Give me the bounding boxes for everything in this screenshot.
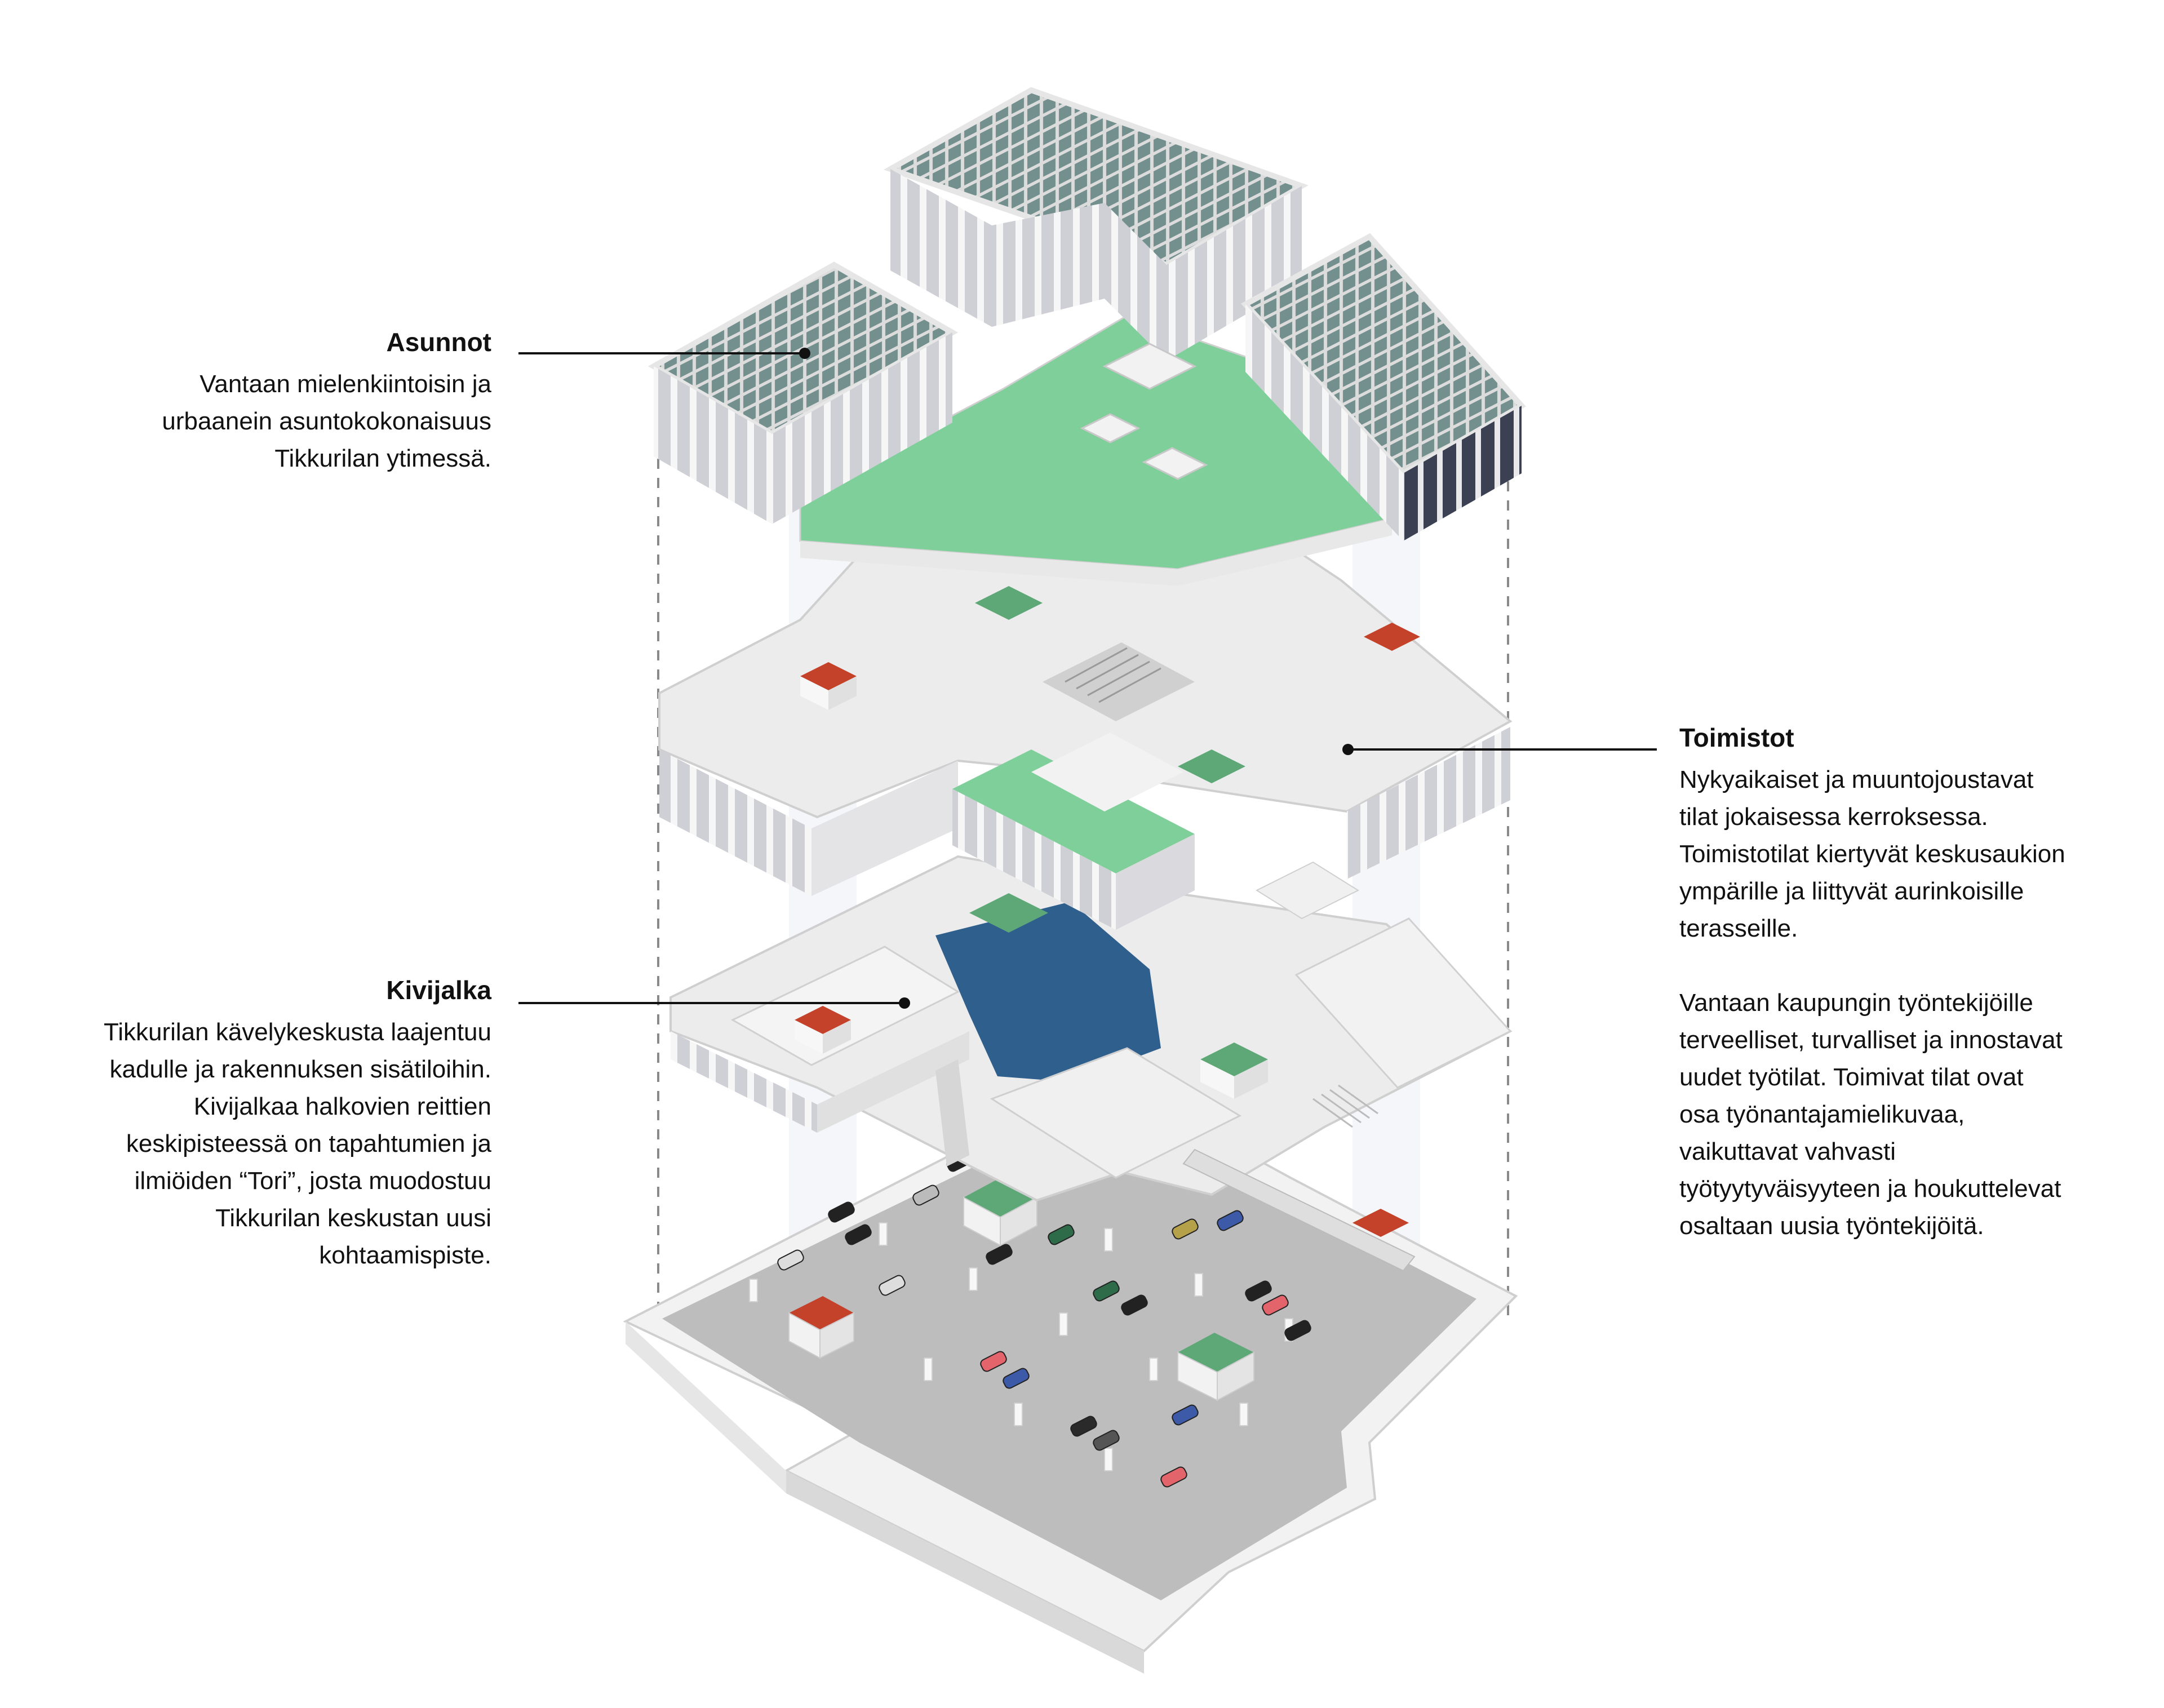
kivijalka-annotation: Kivijalka Tikkurilan kävelykeskusta laaj…	[29, 975, 491, 1274]
toimistot-pointer-dot	[1342, 744, 1354, 755]
kivijalka-description: Tikkurilan kävelykeskusta laajentuu kadu…	[29, 1014, 491, 1274]
parking-level	[623, 1075, 1518, 1674]
toimistot-line: osa työnantajamielikuvaa,	[1679, 1101, 1965, 1129]
toimistot-line: Toimistotilat kiertyvät keskusaukion	[1679, 840, 2065, 868]
leader-lines	[518, 352, 1657, 1004]
kivijalka-line: ilmiöiden “Tori”, josta muodostuu	[134, 1167, 491, 1195]
kivijalka-line: Kivijalkaa halkovien reittien	[193, 1093, 491, 1121]
kivijalka-line: keskipisteessä on tapahtumien ja	[126, 1130, 491, 1158]
toimistot-line: Vantaan kaupungin työntekijöille	[1679, 989, 2033, 1017]
asunnot-line: urbaanein asuntokokonaisuus	[162, 407, 491, 436]
street-level	[669, 855, 1513, 1272]
office-level	[658, 494, 1513, 930]
stair-detail	[1312, 1084, 1378, 1128]
leader-dots	[799, 348, 1354, 1009]
toimistot-line: terveelliset, turvalliset ja innostavat	[1679, 1026, 2063, 1054]
toimistot-paragraph-1: Nykyaikaiset ja muuntojoustavat tilat jo…	[1679, 761, 2141, 947]
kivijalka-line: Tikkurilan keskustan uusi	[215, 1204, 491, 1232]
kivijalka-pointer-dot	[899, 997, 910, 1009]
toimistot-paragraph-2: Vantaan kaupungin työntekijöille terveel…	[1679, 984, 2141, 1245]
dashed-guides	[657, 440, 1509, 1319]
asunnot-annotation: Asunnot Vantaan mielenkiintoisin ja urba…	[63, 327, 491, 477]
kivijalka-line: kohtaamispiste.	[319, 1241, 491, 1270]
toimistot-line: vaikuttavat vahvasti	[1679, 1138, 1896, 1166]
asunnot-line: Tikkurilan ytimessä.	[274, 445, 491, 473]
toimistot-line: osaltaan uusia työntekijöitä.	[1679, 1212, 1984, 1240]
asunnot-description: Vantaan mielenkiintoisin ja urbaanein as…	[63, 366, 491, 477]
toimistot-title: Toimistot	[1679, 723, 1794, 752]
residential-level	[648, 87, 1526, 586]
toimistot-line: ympärille ja liittyvät aurinkoisille	[1679, 877, 2024, 906]
asunnot-pointer-dot	[799, 348, 810, 359]
parking-pillars	[749, 1183, 1293, 1471]
toimistot-line: uudet työtilat. Toimivat tilat ovat	[1679, 1063, 2024, 1092]
asunnot-title: Asunnot	[386, 327, 491, 357]
toimistot-annotation: Toimistot Nykyaikaiset ja muuntojoustava…	[1679, 722, 2141, 1245]
toimistot-line: tilat jokaisessa kerroksessa.	[1679, 803, 1988, 831]
kivijalka-line: Tikkurilan kävelykeskusta laajentuu	[103, 1018, 491, 1046]
kivijalka-title: Kivijalka	[386, 975, 491, 1005]
toimistot-line: työtyytyväisyyteen ja houkuttelevat	[1679, 1175, 2061, 1203]
toimistot-line: terasseille.	[1679, 915, 1798, 943]
asunnot-line: Vantaan mielenkiintoisin ja	[199, 370, 491, 398]
kivijalka-line: kadulle ja rakennuksen sisätiloihin.	[109, 1055, 491, 1084]
toimistot-line: Nykyaikaiset ja muuntojoustavat	[1679, 766, 2034, 794]
